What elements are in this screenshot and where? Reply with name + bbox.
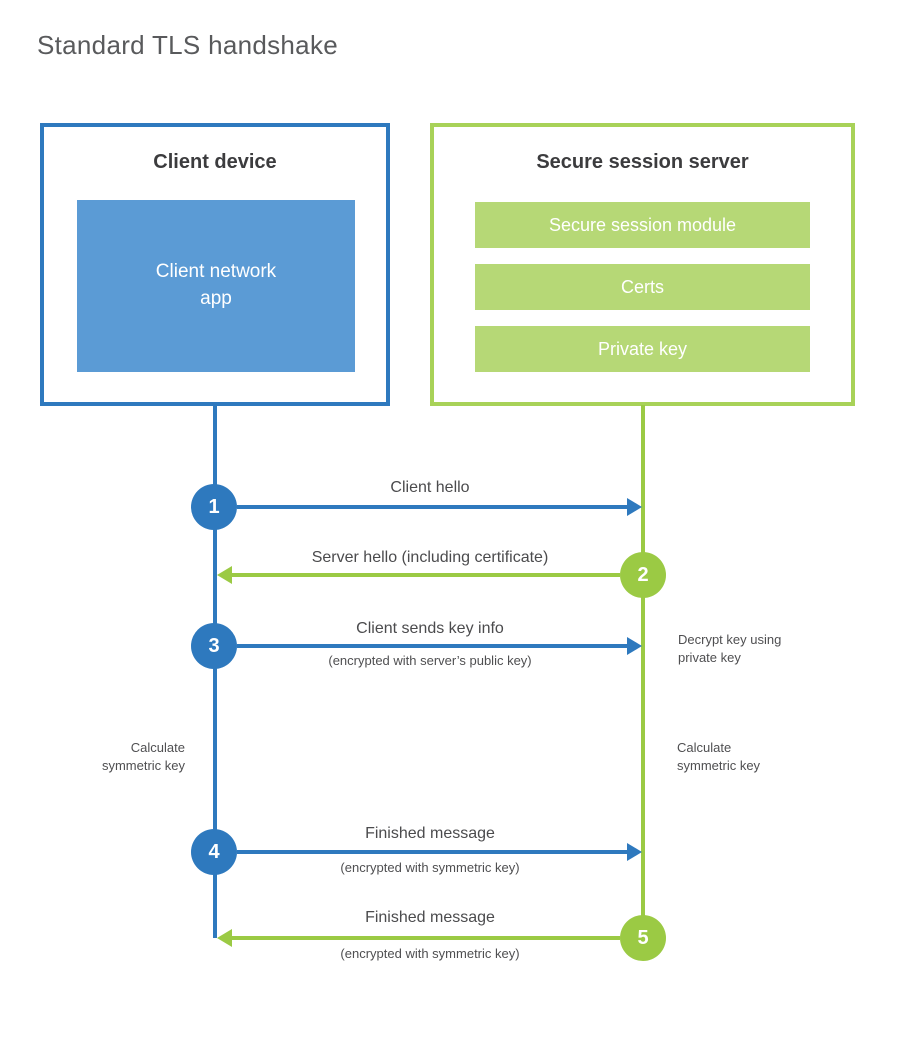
arrowhead-left-icon (217, 566, 232, 584)
message-subtext-finished-client: (encrypted with symmetric key) (340, 860, 520, 875)
arrow-finished-server (231, 936, 620, 940)
message-label-finished-client: Finished message (365, 825, 495, 842)
arrowhead-right-icon (627, 843, 642, 861)
server-module-certs: Certs (475, 264, 810, 310)
step-badge-3: 3 (191, 623, 237, 669)
annotation-calculate-symmetric-key-client: Calculate symmetric key (101, 740, 185, 773)
annotation-decrypt-key: Decrypt key using private key (678, 632, 782, 665)
message-subtext-finished-server: (encrypted with symmetric key) (340, 946, 520, 961)
page-title: Standard TLS handshake (37, 30, 339, 60)
arrow-key-info (237, 644, 627, 648)
arrowhead-right-icon (627, 637, 642, 655)
arrowhead-left-icon (217, 929, 232, 947)
arrow-client-hello (237, 505, 627, 509)
message-label-key-info: Client sends key info (356, 620, 504, 637)
step-badge-1: 1 (191, 484, 237, 530)
server-module-label: Secure session module (548, 214, 737, 235)
server-lifeline (641, 405, 645, 938)
arrowhead-right-icon (627, 498, 642, 516)
step-badge-5: 5 (620, 915, 666, 961)
step-badge-2: 2 (620, 552, 666, 598)
secure-session-server-title: Secure session server (536, 151, 749, 173)
server-module-label: Certs (620, 276, 664, 297)
server-module-secure-session: Secure session module (475, 202, 810, 248)
client-lifeline (213, 405, 217, 938)
client-device-title: Client device (153, 151, 277, 173)
step-badge-4: 4 (191, 829, 237, 875)
server-module-private-key: Private key (475, 326, 810, 372)
arrow-finished-client (237, 850, 627, 854)
arrow-server-hello (231, 573, 620, 577)
annotation-calculate-symmetric-key-server: Calculate symmetric key (677, 740, 761, 773)
message-label-server-hello: Server hello (including certificate) (311, 549, 549, 566)
server-module-label: Private key (597, 338, 688, 359)
message-subtext-key-info: (encrypted with server’s public key) (328, 653, 532, 668)
message-label-client-hello: Client hello (390, 479, 470, 496)
message-label-finished-server: Finished message (365, 909, 495, 926)
